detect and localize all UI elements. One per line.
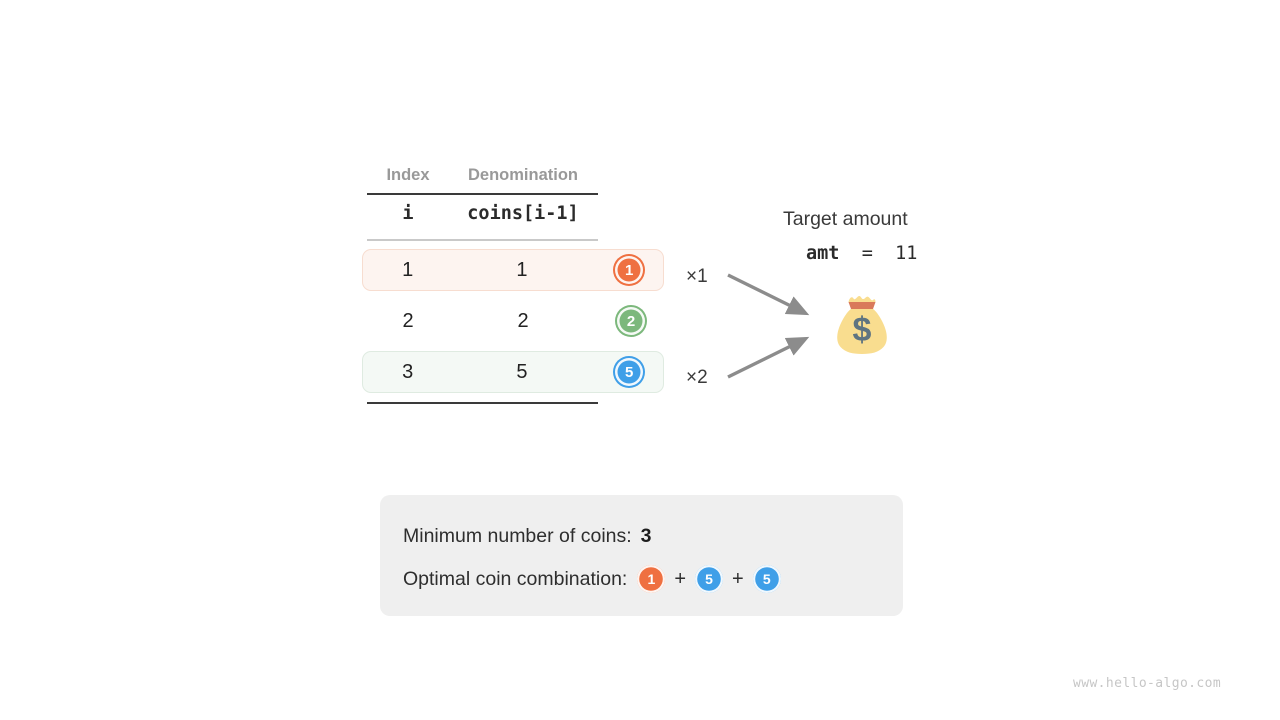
result-panel: Minimum number of coins: 3 Optimal coin … xyxy=(380,495,903,616)
cell-coin: 2 xyxy=(597,305,665,337)
cell-denomination: 2 xyxy=(517,309,529,332)
target-value: 11 xyxy=(895,243,918,264)
coin-icon: 5 xyxy=(613,356,646,388)
table-rule-top xyxy=(367,193,598,195)
watermark: www.hello-algo.com xyxy=(1073,676,1222,691)
target-equals: = xyxy=(861,243,873,264)
flow-arrows xyxy=(720,265,830,390)
cell-coin: 1 xyxy=(595,254,663,286)
arrow-top xyxy=(727,273,810,316)
table-rule-bottom xyxy=(367,402,598,404)
min-coins-line: Minimum number of coins: 3 xyxy=(403,517,903,555)
cell-index: 1 xyxy=(402,258,414,281)
coin-icon: 2 xyxy=(615,305,647,337)
multiplier-row-1: ×1 xyxy=(686,266,708,287)
cell-denomination: 1 xyxy=(516,258,528,281)
target-var-name: amt xyxy=(806,243,840,264)
multiplier-row-3: ×2 xyxy=(686,367,708,388)
coin-icon: 1 xyxy=(613,254,646,286)
combination-line: Optimal coin combination: 1 + 5 + 5 xyxy=(403,560,903,598)
svg-text:$: $ xyxy=(853,311,872,349)
target-amount-expression: amt = 11 xyxy=(806,243,917,264)
header-denomination: Denomination xyxy=(468,166,578,184)
min-coins-label: Minimum number of coins: xyxy=(403,524,632,547)
coin-icon: 1 xyxy=(637,565,666,593)
plus-sign: + xyxy=(732,567,744,590)
table-subheader-row: i coins[i-1] xyxy=(363,195,673,231)
arrow-bottom xyxy=(727,336,810,379)
header-index: Index xyxy=(386,166,430,184)
cell-coin: 5 xyxy=(595,356,663,388)
coin-denomination-table: Index Denomination i coins[i-1] 1 1 1 2 … xyxy=(362,155,673,404)
table-row[interactable]: 1 1 1 xyxy=(362,249,664,291)
subheader-denomination: coins[i-1] xyxy=(467,202,579,224)
plus-sign: + xyxy=(674,567,687,590)
combination-label: Optimal coin combination: xyxy=(403,567,628,590)
subheader-index: i xyxy=(402,202,414,224)
table-row[interactable]: 3 5 5 xyxy=(362,351,664,393)
cell-denomination: 5 xyxy=(516,360,528,383)
target-amount-label: Target amount xyxy=(783,208,908,230)
coin-icon: 5 xyxy=(695,565,724,593)
table-row[interactable]: 2 2 2 xyxy=(363,300,665,342)
min-coins-value: 3 xyxy=(640,524,652,547)
combination-coins: 1 + 5 + 5 xyxy=(637,565,781,593)
table-header-row: Index Denomination xyxy=(363,155,673,185)
coin-icon: 5 xyxy=(752,565,781,593)
table-rule-middle xyxy=(367,239,598,241)
money-bag-icon: $ xyxy=(826,288,898,365)
cell-index: 2 xyxy=(402,309,414,332)
cell-index: 3 xyxy=(402,360,414,383)
